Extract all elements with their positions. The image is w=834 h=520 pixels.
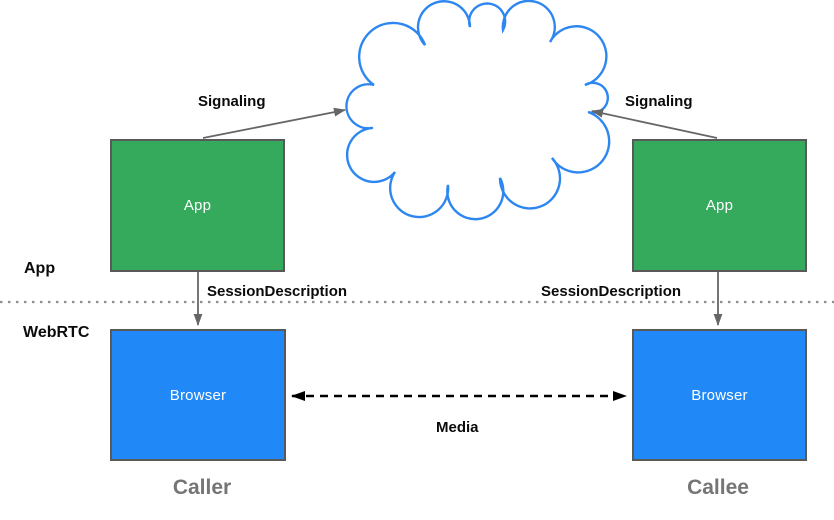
caller-browser-node-label: Browser: [169, 386, 227, 404]
webrtc-layer-label: WebRTC: [23, 324, 90, 341]
callee-browser-node-label: Browser: [691, 386, 748, 404]
caller-app-node: App: [110, 139, 285, 272]
session-description-label-callee: SessionDescription: [541, 283, 682, 300]
signaling-label-callee: Signaling: [625, 93, 693, 110]
session-description-label-caller: SessionDescription: [207, 283, 348, 300]
caller-app-node-label: App: [183, 197, 212, 214]
callee-browser-node: Browser: [632, 329, 807, 461]
signaling-label-caller: Signaling: [198, 93, 266, 110]
network-cloud-icon: [345, 0, 611, 221]
signaling-arrow-callee: [591, 109, 718, 139]
caller-caption: Caller: [172, 476, 232, 499]
callee-caption: Callee: [687, 476, 749, 499]
callee-app-node: App: [632, 139, 807, 272]
callee-app-node-label: App: [705, 197, 734, 214]
caller-browser-node: Browser: [110, 329, 286, 461]
signaling-arrow-caller: [202, 107, 346, 139]
app-layer-label: App: [24, 260, 56, 277]
media-label: Media: [436, 419, 479, 436]
